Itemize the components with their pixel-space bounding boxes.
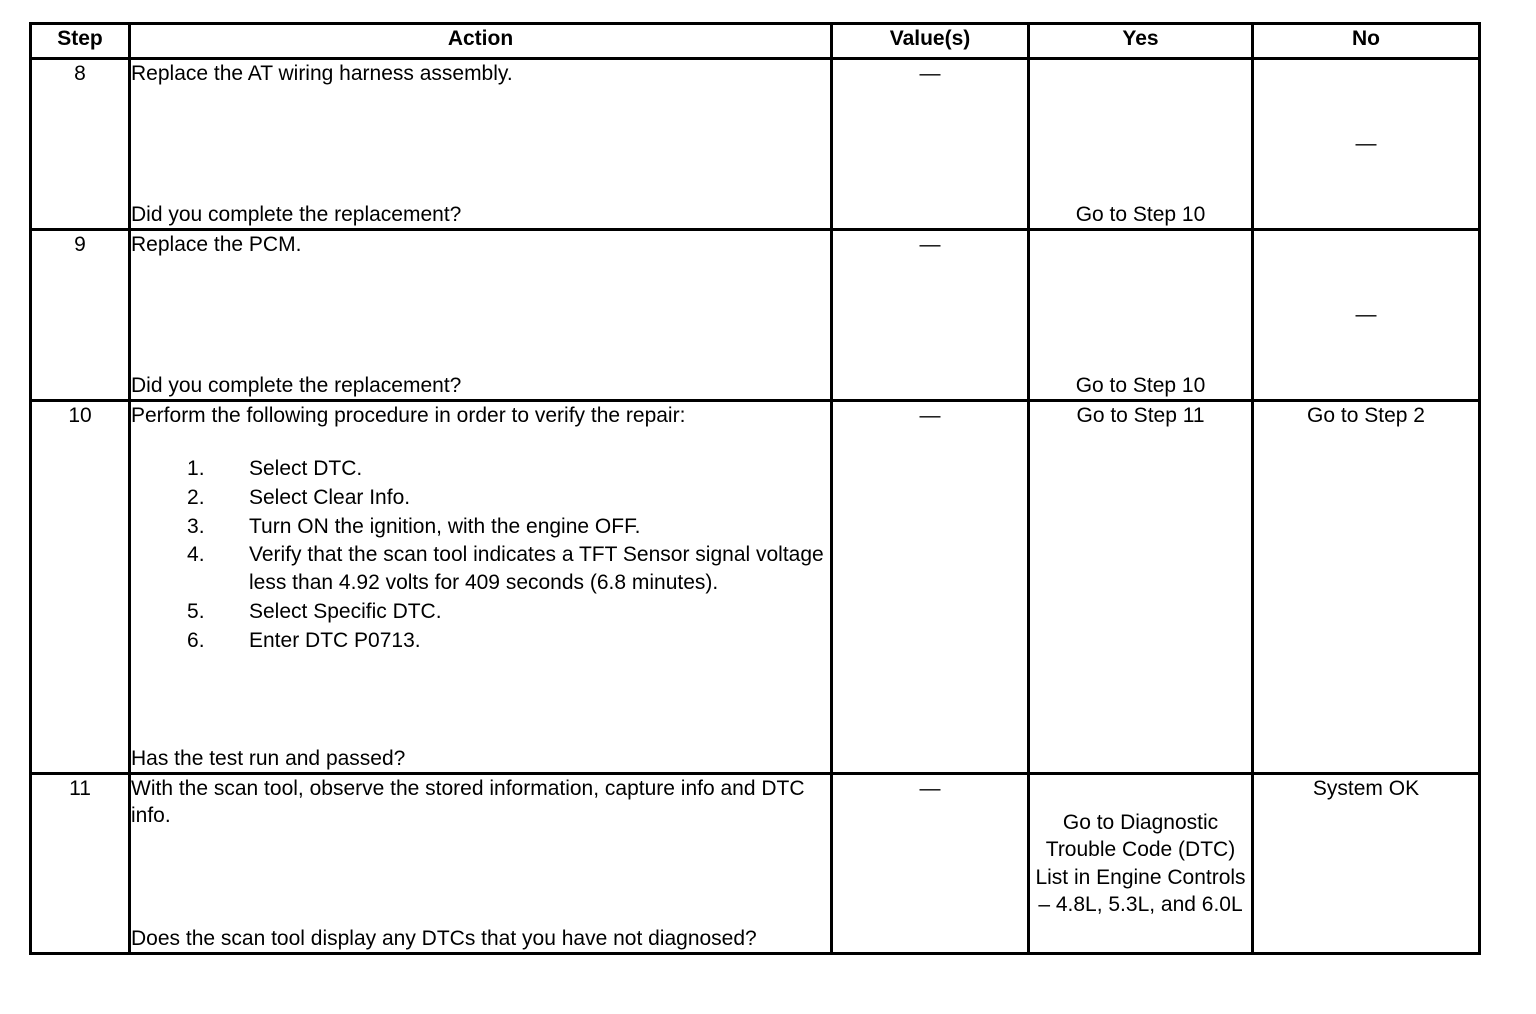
yes-cell: Go to Diagnostic Trouble Code (DTC) List…: [1027, 772, 1254, 955]
action-question: Did you complete the replacement?: [131, 202, 462, 226]
action-cell: Perform the following procedure in order…: [128, 399, 833, 775]
action-question: Does the scan tool display any DTCs that…: [131, 926, 757, 950]
list-item: Select DTC.: [187, 455, 363, 482]
table-row: 8 Replace the AT wiring harness assembly…: [29, 57, 1481, 231]
step-number: 9: [29, 228, 131, 402]
action-cell: Replace the PCM. Did you complete the re…: [128, 228, 833, 402]
yes-branch-target: Go to Step 10: [1075, 202, 1206, 226]
yes-cell: Go to Step 10: [1027, 228, 1254, 402]
column-header-values: Value(s): [830, 22, 1030, 60]
column-header-yes: Yes: [1027, 22, 1254, 60]
table-header-row: Step Action Value(s) Yes No: [29, 22, 1481, 60]
list-item: Select Clear Info.: [187, 484, 411, 511]
action-cell: With the scan tool, observe the stored i…: [128, 772, 833, 955]
list-item: Turn ON the ignition, with the engine OF…: [187, 513, 641, 540]
column-header-step: Step: [29, 22, 131, 60]
no-cell: —: [1251, 57, 1481, 231]
table-body: 8 Replace the AT wiring harness assembly…: [29, 57, 1481, 955]
yes-cell: Go to Step 10: [1027, 57, 1254, 231]
action-instruction: With the scan tool, observe the stored i…: [131, 777, 805, 828]
value-cell: —: [830, 57, 1030, 231]
procedure-list: Select DTC. Select Clear Info. Turn ON t…: [131, 455, 830, 654]
no-cell: —: [1251, 228, 1481, 402]
action-question: Has the test run and passed?: [131, 746, 406, 770]
action-instruction: Replace the PCM.: [131, 233, 302, 256]
list-item: Enter DTC P0713.: [187, 627, 421, 654]
no-cell: System OK: [1251, 772, 1481, 955]
yes-cell: Go to Step 11: [1027, 399, 1254, 775]
column-header-no: No: [1251, 22, 1481, 60]
value-cell: —: [830, 772, 1030, 955]
table-row: 10 Perform the following procedure in or…: [29, 399, 1481, 775]
value-cell: —: [830, 228, 1030, 402]
value-cell: —: [830, 399, 1030, 775]
action-question: Did you complete the replacement?: [131, 373, 462, 397]
yes-branch-target: Go to Step 10: [1075, 373, 1206, 397]
table-header: Step Action Value(s) Yes No: [29, 22, 1481, 60]
step-number: 11: [29, 772, 131, 955]
action-instruction: Replace the AT wiring harness assembly.: [131, 62, 513, 85]
no-cell: Go to Step 2: [1251, 399, 1481, 775]
diagnostic-procedure-table: Step Action Value(s) Yes No 8 Replace th…: [29, 22, 1481, 955]
column-header-action: Action: [128, 22, 833, 60]
action-instruction: Perform the following procedure in order…: [131, 404, 686, 427]
action-cell: Replace the AT wiring harness assembly. …: [128, 57, 833, 231]
step-number: 8: [29, 57, 131, 231]
list-item: Verify that the scan tool indicates a TF…: [187, 541, 824, 595]
list-item: Select Specific DTC.: [187, 598, 442, 625]
table-row: 9 Replace the PCM. Did you complete the …: [29, 228, 1481, 402]
step-number: 10: [29, 399, 131, 775]
table-row: 11 With the scan tool, observe the store…: [29, 772, 1481, 955]
